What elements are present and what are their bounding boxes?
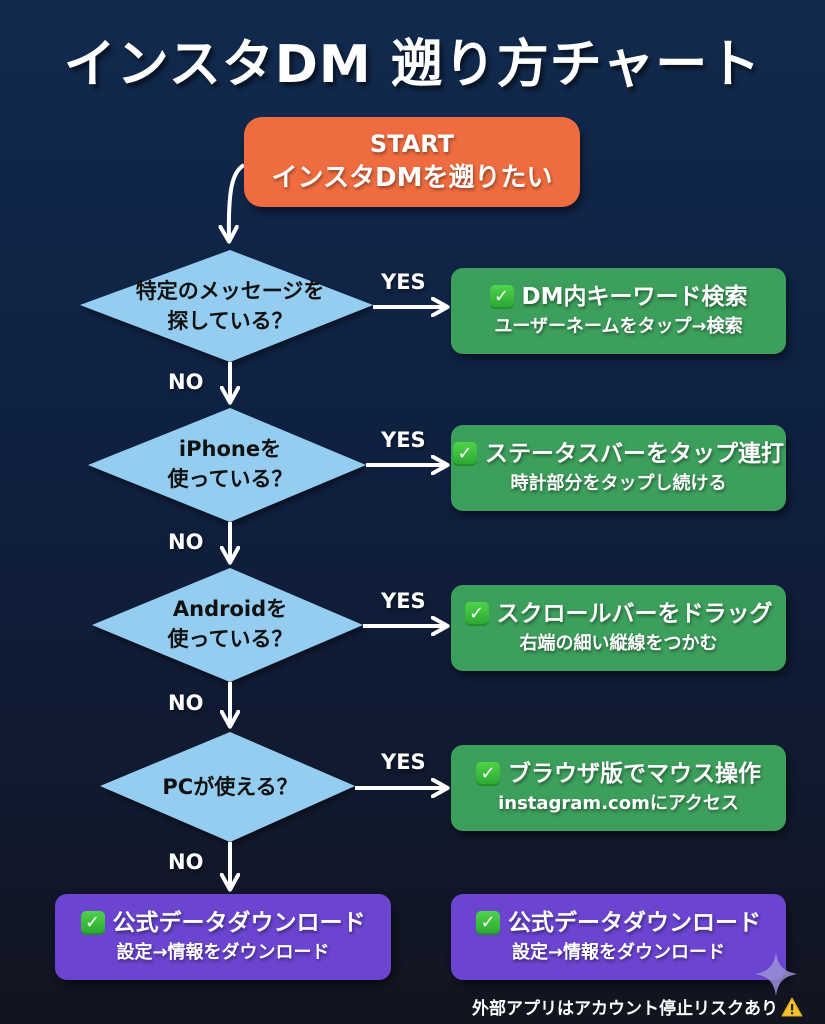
check-mark-icon: ✓ (464, 602, 489, 626)
footer-warning-note: 外部アプリはアカウント停止リスクあり (472, 994, 803, 1019)
check-mark-icon: ✓ (80, 911, 105, 935)
decision-2-line2: 使っている？ (167, 467, 293, 491)
yes-label-2: YES (381, 428, 426, 452)
decision-1-text: 特定のメッセージを 探している？ (100, 276, 360, 336)
final-1-title: 公式データダウンロード (112, 910, 366, 936)
result-3-title: スクロールバーをドラッグ (496, 601, 773, 627)
result-2-title: ステータスバーをタップ連打 (485, 441, 784, 467)
result-3-detail: 右端の細い縦線をつかむ (519, 633, 718, 654)
chart-title: インスタDM 遡り方チャート (63, 35, 762, 95)
decision-1-line2: 探している？ (167, 309, 293, 333)
decision-diamond-1 (80, 250, 373, 362)
decision-4-line1: PCが使える？ (162, 775, 298, 799)
arrow-start-to-q1 (229, 163, 246, 240)
decision-2-text: iPhoneを 使っている？ (100, 434, 360, 494)
result-4-title: ブラウザ版でマウス操作 (508, 761, 761, 787)
check-mark-icon: ✓ (476, 911, 500, 935)
warning-icon (781, 997, 803, 1016)
decision-diamond-2 (88, 408, 366, 522)
no-label-2: NO (168, 530, 204, 554)
result-browser-mouse: ✓ ブラウザ版でマウス操作 instagram.comにアクセス (451, 745, 786, 831)
no-label-3: NO (168, 691, 204, 715)
final-1-detail: 設定→情報をダウンロード (116, 942, 330, 963)
sparkle-icon (754, 952, 798, 996)
result-keyword-search: ✓ DM内キーワード検索 ユーザーネームをタップ→検索 (451, 268, 786, 354)
result-status-bar-tap: ✓ ステータスバーをタップ連打 時計部分をタップし続ける (451, 425, 786, 511)
yes-label-1: YES (381, 270, 426, 294)
decision-3-line2: 使っている？ (167, 627, 293, 651)
start-node: START インスタDMを遡りたい (244, 117, 580, 207)
decision-3-line1: Androidを (172, 597, 288, 621)
decision-3-text: Androidを 使っている？ (100, 594, 360, 654)
final-2-detail: 設定→情報をダウンロード (511, 942, 726, 963)
final-2-title: 公式データダウンロード (508, 910, 761, 936)
check-mark-icon: ✓ (476, 762, 500, 786)
result-1-detail: ユーザーネームをタップ→検索 (494, 316, 743, 337)
check-mark-icon: ✓ (489, 285, 514, 309)
result-official-download-right: ✓ 公式データダウンロード 設定→情報をダウンロード (451, 894, 786, 980)
decision-diamond-4 (100, 732, 355, 842)
result-1-title: DM内キーワード検索 (521, 284, 748, 310)
result-4-detail: instagram.comにアクセス (498, 793, 739, 814)
result-2-detail: 時計部分をタップし続ける (510, 473, 727, 494)
check-mark-icon: ✓ (453, 442, 477, 466)
result-scrollbar-drag: ✓ スクロールバーをドラッグ 右端の細い縦線をつかむ (451, 585, 786, 671)
yes-label-4: YES (381, 750, 426, 774)
decision-2-line1: iPhoneを (178, 437, 282, 461)
start-description: インスタDMを遡りたい (271, 163, 553, 193)
decision-1-line1: 特定のメッセージを (135, 279, 325, 303)
start-label: START (369, 130, 455, 158)
no-label-1: NO (168, 370, 204, 394)
decision-4-text: PCが使える？ (100, 772, 360, 802)
decision-diamond-3 (92, 568, 363, 682)
yes-label-3: YES (381, 589, 426, 613)
result-official-download-left: ✓ 公式データダウンロード 設定→情報をダウンロード (55, 894, 391, 980)
footer-note-text: 外部アプリはアカウント停止リスクあり (472, 999, 778, 1019)
no-label-4: NO (168, 850, 204, 874)
